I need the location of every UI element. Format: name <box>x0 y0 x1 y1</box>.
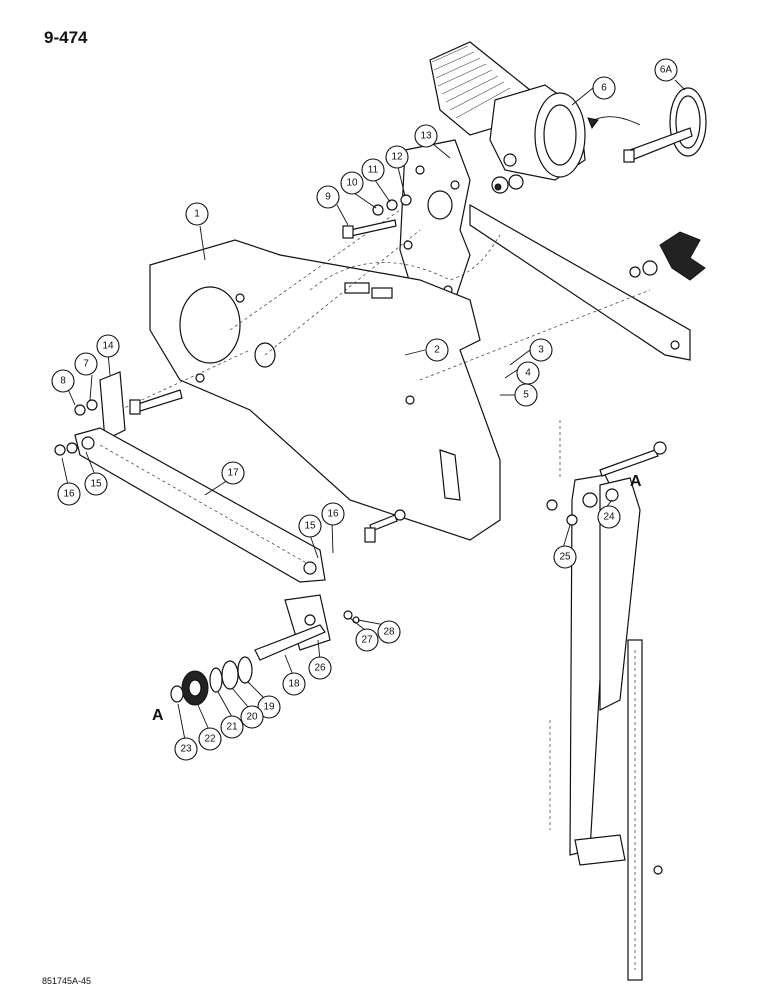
callout-28: 28 <box>377 620 401 644</box>
svg-text:13: 13 <box>420 131 432 142</box>
drawing-code: 851745A-45 <box>42 976 92 986</box>
callout-10: 10 <box>340 171 364 195</box>
wiper-arm <box>546 441 667 856</box>
svg-text:7: 7 <box>83 359 89 370</box>
bolt-9 <box>342 219 397 239</box>
link-bar-17 <box>74 427 326 583</box>
svg-text:26: 26 <box>314 663 326 674</box>
callout-4: 4 <box>516 361 540 385</box>
svg-text:14: 14 <box>102 341 114 352</box>
callout-6a: 6A <box>654 58 678 82</box>
svg-text:2: 2 <box>434 345 440 356</box>
svg-text:18: 18 <box>288 679 300 690</box>
callout-12: 12 <box>385 145 409 169</box>
callout-15-right: 15 <box>298 514 322 538</box>
motor-bracket <box>399 139 471 301</box>
svg-text:27: 27 <box>361 635 373 646</box>
svg-text:28: 28 <box>383 627 395 638</box>
reference-letter-a-right: A <box>630 473 642 490</box>
bolt-center <box>364 514 398 543</box>
callout-22: 22 <box>198 727 222 751</box>
crank-arm <box>469 203 691 361</box>
svg-text:10: 10 <box>346 178 358 189</box>
svg-text:25: 25 <box>559 552 571 563</box>
callout-8: 8 <box>51 369 75 393</box>
page-number: 9-474 <box>44 28 88 47</box>
svg-text:23: 23 <box>180 744 192 755</box>
callout-11: 11 <box>361 158 385 182</box>
wiring-harness <box>309 234 501 291</box>
callout-9: 9 <box>316 185 340 209</box>
callout-27: 27 <box>355 628 379 652</box>
harness-connector <box>344 282 393 299</box>
svg-text:9: 9 <box>325 192 331 203</box>
callout-14: 14 <box>96 334 120 358</box>
bolt-left <box>129 389 183 415</box>
wing-nut <box>629 231 706 281</box>
svg-text:16: 16 <box>63 489 75 500</box>
wiper-blade <box>574 639 643 981</box>
callout-18: 18 <box>282 672 306 696</box>
svg-text:20: 20 <box>246 712 258 723</box>
svg-text:5: 5 <box>523 390 529 401</box>
svg-text:8: 8 <box>60 376 66 387</box>
callout-21: 21 <box>220 715 244 739</box>
bracket-14 <box>99 371 126 441</box>
svg-text:21: 21 <box>226 722 238 733</box>
callout-16-left: 16 <box>57 482 81 506</box>
callout-19: 19 <box>257 695 281 719</box>
callout-26: 26 <box>308 656 332 680</box>
callout-3: 3 <box>529 338 553 362</box>
wiper-motor <box>429 41 586 194</box>
main-mounting-plate <box>149 239 501 541</box>
callout-15-left: 15 <box>84 472 108 496</box>
svg-text:6: 6 <box>601 83 607 94</box>
callout-16-right: 16 <box>321 502 345 526</box>
callout-1: 1 <box>185 202 209 226</box>
callout-23: 23 <box>174 737 198 761</box>
callout-20: 20 <box>240 705 264 729</box>
svg-text:22: 22 <box>204 734 216 745</box>
svg-text:6A: 6A <box>660 65 673 76</box>
svg-text:17: 17 <box>227 468 239 479</box>
svg-text:15: 15 <box>304 521 316 532</box>
svg-text:4: 4 <box>525 368 531 379</box>
callout-5: 5 <box>514 383 538 407</box>
svg-text:15: 15 <box>90 479 102 490</box>
reference-letter-a-left: A <box>152 707 164 724</box>
callout-leaders <box>61 79 686 741</box>
callout-24: 24 <box>597 505 621 529</box>
svg-text:12: 12 <box>391 152 403 163</box>
callout-2: 2 <box>425 338 449 362</box>
gear-shaft-6a <box>623 87 707 163</box>
callout-25: 25 <box>553 545 577 569</box>
pivot-18 <box>254 594 331 661</box>
seal-stack <box>170 656 253 706</box>
svg-text:11: 11 <box>368 165 379 176</box>
svg-text:1: 1 <box>194 209 200 220</box>
callout-6: 6 <box>592 76 616 100</box>
svg-text:19: 19 <box>263 702 275 713</box>
callout-13: 13 <box>414 124 438 148</box>
callout-7: 7 <box>74 352 98 376</box>
svg-text:24: 24 <box>603 512 615 523</box>
svg-text:16: 16 <box>327 509 339 520</box>
svg-text:3: 3 <box>538 345 544 356</box>
callout-17: 17 <box>221 461 245 485</box>
